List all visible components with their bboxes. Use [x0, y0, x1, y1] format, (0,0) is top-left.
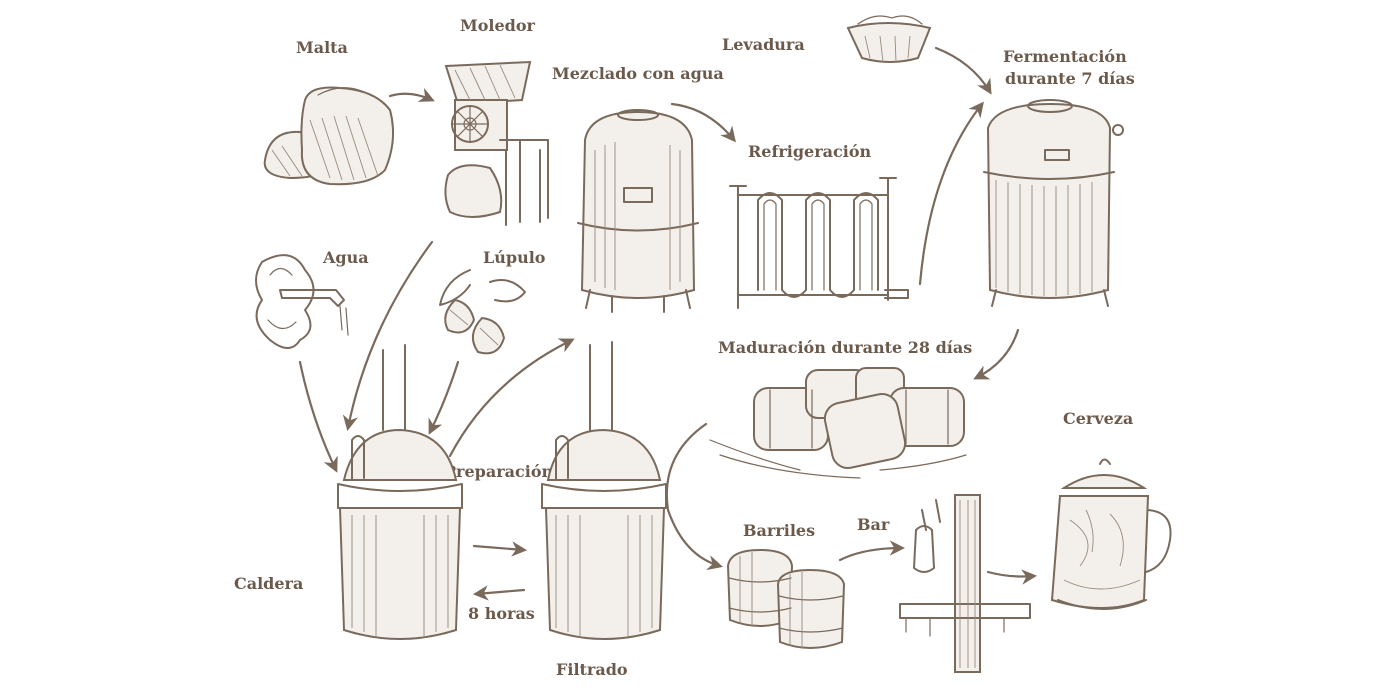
label-moledor: Moledor: [460, 16, 536, 35]
label-lupulo: Lúpulo: [483, 248, 546, 267]
arrow-bar-to-cerveza: [986, 569, 1038, 585]
arrow-filtrado-to-caldera: [472, 585, 526, 601]
hops-illustration: [439, 269, 526, 355]
label-filtrado: Filtrado: [556, 660, 628, 679]
beer-stein-illustration: [1050, 458, 1172, 610]
label-barriles: Barriles: [743, 521, 815, 540]
filter-kettle-illustration: [541, 341, 667, 640]
bar-tap-illustration: [899, 494, 1031, 673]
arrow-mezclado-to-refrigeracion: [670, 102, 736, 143]
label-fermentacion-days: durante 7 días: [1005, 69, 1135, 88]
grinder-illustration: [444, 60, 549, 226]
arrow-lupulo-to-caldera: [428, 360, 460, 435]
label-levadura: Levadura: [722, 35, 805, 54]
label-agua: Agua: [322, 248, 369, 267]
arrow-preparacion-to-mezclado: [448, 338, 575, 458]
label-refrigeracion: Refrigeración: [748, 142, 872, 161]
mixing-tank-illustration: [577, 109, 699, 313]
water-faucet-illustration: [255, 254, 349, 349]
barrels-illustration: [726, 548, 846, 649]
arrow-levadura-to-fermentacion: [934, 46, 992, 95]
arrow-moledor-to-caldera: [342, 240, 434, 432]
arrow-malta-to-moledor: [388, 87, 435, 102]
label-bar: Bar: [857, 515, 890, 534]
arrow-refrigeracion-to-fermentacion: [918, 101, 984, 286]
maturation-barrels-illustration: [709, 367, 967, 479]
label-ocho-horas: 8 horas: [468, 604, 535, 623]
arrow-barriles-to-bar: [838, 540, 906, 562]
label-maduracion: Maduración durante 28 días: [718, 338, 972, 357]
arrow-maduracion-to-barriles: [665, 422, 723, 571]
label-fermentacion: Fermentación: [1003, 47, 1127, 66]
label-malta: Malta: [296, 38, 348, 57]
label-preparacion: Preparación: [444, 462, 553, 481]
boiler-kettle-illustration: [337, 344, 463, 640]
yeast-bowl-illustration: [846, 15, 932, 63]
label-mezclado: Mezclado con agua: [552, 64, 724, 83]
malt-sacks-illustration: [263, 86, 395, 186]
cooling-coil-illustration: [729, 177, 909, 309]
label-caldera: Caldera: [234, 574, 303, 593]
flow-arrows: [298, 46, 1038, 601]
arrow-fermentacion-to-maduracion: [973, 328, 1020, 380]
label-cerveza: Cerveza: [1063, 409, 1133, 428]
arrow-agua-to-caldera: [298, 360, 338, 473]
arrow-caldera-to-filtrado: [472, 541, 528, 557]
fermentation-tank-illustration: [983, 99, 1124, 307]
